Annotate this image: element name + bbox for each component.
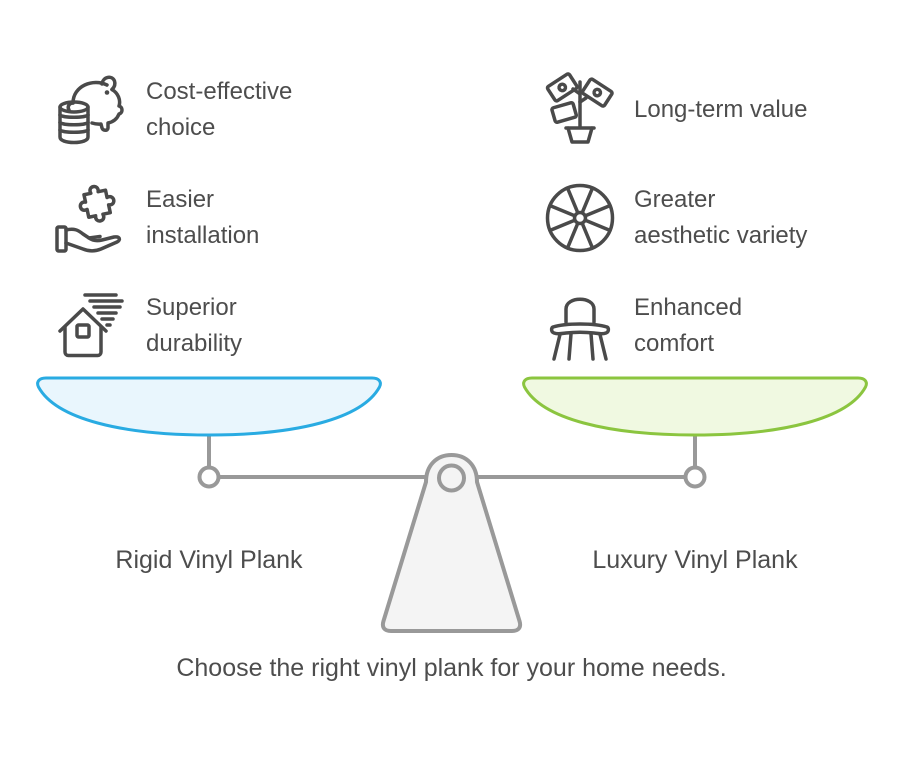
feature-cost-effective: Cost-effective choice	[52, 68, 292, 152]
feature-label: Greater aesthetic variety	[634, 182, 807, 254]
feature-line: choice	[146, 114, 216, 141]
right-pan-label: Luxury Vinyl Plank	[592, 546, 798, 574]
feature-line: Greater	[634, 186, 716, 213]
feature-line: Cost-effective	[146, 78, 293, 105]
right-pan	[522, 376, 868, 437]
money-tree-icon	[540, 70, 620, 150]
chair-icon	[540, 286, 620, 366]
fulcrum-base	[380, 453, 523, 633]
piggy-bank-icon	[52, 70, 132, 150]
feature-line: Superior	[146, 294, 237, 321]
feature-label: Cost-effective choice	[146, 74, 292, 146]
feature-line: durability	[146, 330, 243, 357]
feature-enhanced-comfort: Enhanced comfort	[540, 284, 742, 368]
feature-easier-installation: Easier installation	[52, 176, 259, 260]
feature-label: Long-term value	[634, 92, 807, 128]
feature-line: comfort	[634, 330, 715, 357]
right-pan-joint	[683, 465, 707, 489]
feature-line: installation	[146, 222, 260, 249]
house-wind-icon	[52, 286, 132, 366]
feature-aesthetic-variety: Greater aesthetic variety	[540, 176, 807, 260]
feature-line: Enhanced	[634, 294, 743, 321]
feature-label: Superior durability	[146, 290, 242, 362]
feature-long-term-value: Long-term value	[540, 68, 807, 152]
feature-line: Long-term value	[634, 96, 808, 123]
left-pan	[36, 376, 382, 437]
hand-puzzle-icon	[52, 178, 132, 258]
feature-superior-durability: Superior durability	[52, 284, 242, 368]
caption: Choose the right vinyl plank for your ho…	[176, 654, 727, 682]
left-pan-label: Rigid Vinyl Plank	[115, 546, 303, 574]
feature-line: aesthetic variety	[634, 222, 808, 249]
feature-line: Easier	[146, 186, 215, 213]
feature-label: Easier installation	[146, 182, 259, 254]
left-pan-joint	[197, 465, 221, 489]
feature-label: Enhanced comfort	[634, 290, 742, 362]
balance-scale	[36, 376, 868, 633]
fulcrum-pivot-hole	[437, 463, 466, 493]
wheel-icon	[540, 178, 620, 258]
